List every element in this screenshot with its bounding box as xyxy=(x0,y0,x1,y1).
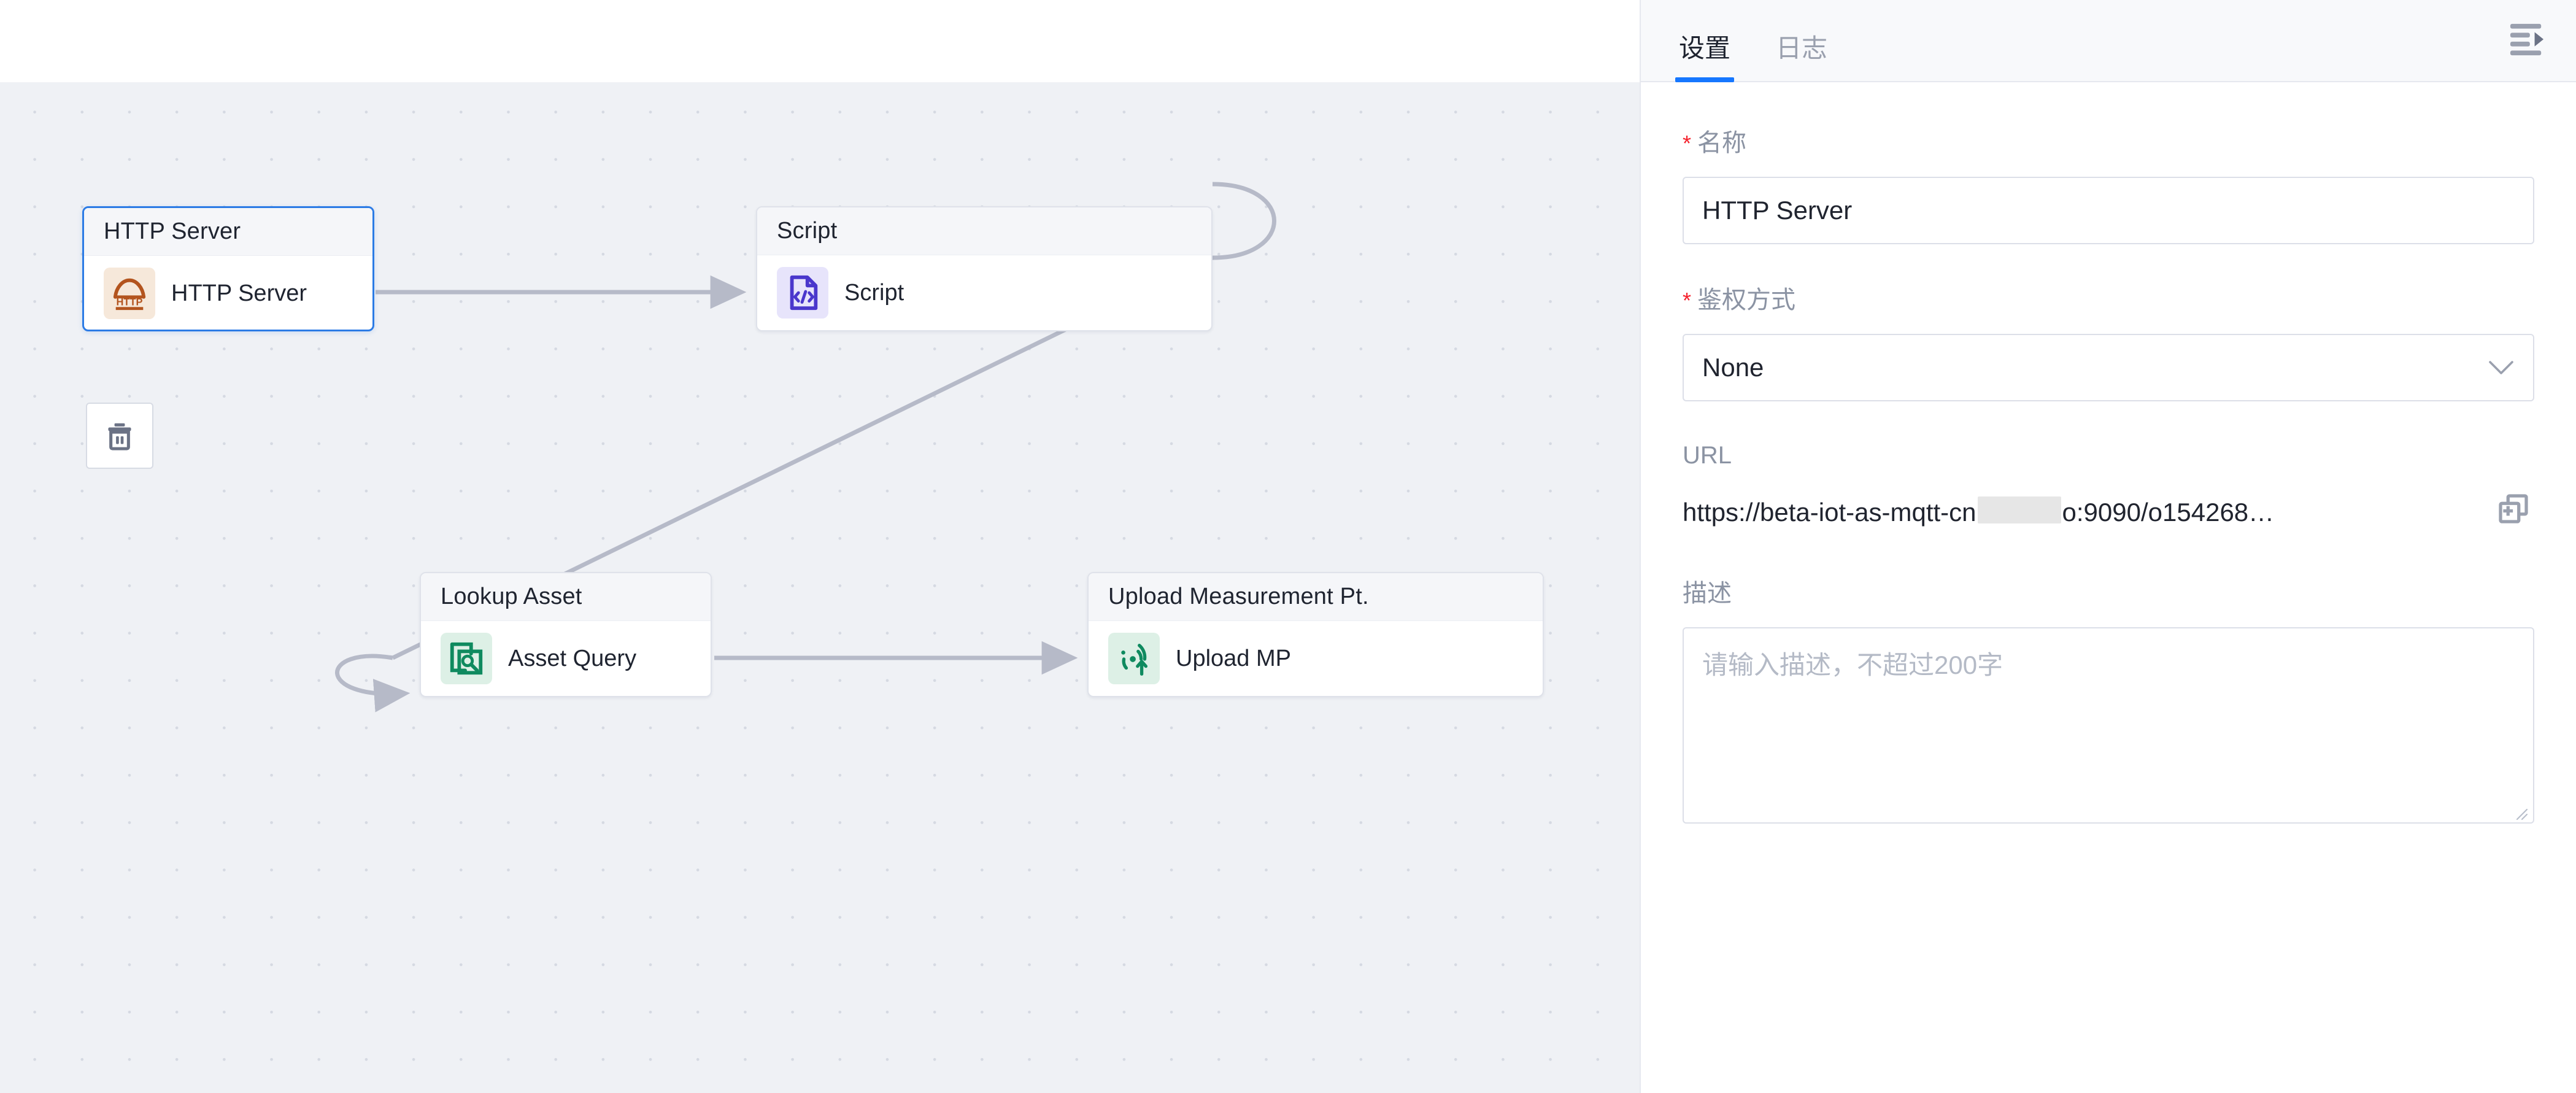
asset-query-icon xyxy=(441,633,492,684)
url-redacted-block xyxy=(1977,496,2061,523)
flow-node-header: Upload Measurement Pt. xyxy=(1089,573,1543,621)
http-server-icon: HTTP xyxy=(104,268,155,319)
field-name: * 名称 xyxy=(1683,123,2534,244)
trash-icon xyxy=(103,419,136,452)
url-suffix: o:9090/o154268… xyxy=(2062,497,2275,527)
flow-node-script[interactable]: Script Script xyxy=(756,206,1213,331)
flow-node-header: Lookup Asset xyxy=(421,573,711,621)
panel-form: * 名称 * 鉴权方式 None xyxy=(1641,82,2576,827)
flow-node-upload-measurement[interactable]: Upload Measurement Pt. Upload MP xyxy=(1087,572,1544,697)
tab-logs[interactable]: 日志 xyxy=(1772,28,1831,81)
svg-text:HTTP: HTTP xyxy=(117,296,143,307)
field-name-label-text: 名称 xyxy=(1697,129,1747,156)
tab-logs-label: 日志 xyxy=(1776,34,1828,63)
upload-measurement-icon xyxy=(1108,633,1160,684)
field-auth-method: * 鉴权方式 None xyxy=(1683,280,2534,401)
field-description: 描述 xyxy=(1683,573,2534,827)
copy-icon xyxy=(2496,492,2531,529)
field-url-label-text: URL xyxy=(1683,442,1732,469)
auth-method-value: None xyxy=(1702,353,1764,382)
field-description-label-text: 描述 xyxy=(1683,580,1732,607)
properties-panel: 设置 日志 * xyxy=(1640,0,2576,1093)
flow-node-lookup-asset[interactable]: Lookup Asset Asset Query xyxy=(420,572,712,697)
flow-node-http-server[interactable]: HTTP Server HTTP HTTP Server xyxy=(82,206,374,331)
field-auth-label: * 鉴权方式 xyxy=(1683,280,2534,315)
flow-node-title: HTTP Server xyxy=(104,218,241,244)
delete-node-button[interactable] xyxy=(86,403,153,469)
flow-node-header: HTTP Server xyxy=(84,208,372,256)
flow-node-body: HTTP HTTP Server xyxy=(84,256,372,330)
flow-node-title: Lookup Asset xyxy=(441,584,582,609)
flow-node-body: Asset Query xyxy=(421,621,711,696)
collapse-panel-icon xyxy=(2508,21,2546,60)
flow-node-title: Script xyxy=(777,218,838,244)
panel-tab-bar: 设置 日志 xyxy=(1641,0,2576,82)
flow-node-subtitle: Asset Query xyxy=(508,645,637,671)
name-input[interactable] xyxy=(1683,177,2534,244)
field-description-label: 描述 xyxy=(1683,573,2534,609)
flow-node-title: Upload Measurement Pt. xyxy=(1108,584,1369,609)
description-textarea[interactable] xyxy=(1683,627,2534,824)
auth-method-select[interactable]: None xyxy=(1683,334,2534,401)
required-asterisk: * xyxy=(1683,288,1692,313)
field-name-label: * 名称 xyxy=(1683,123,2534,158)
script-code-icon xyxy=(777,267,828,319)
tab-settings[interactable]: 设置 xyxy=(1675,28,1735,82)
flow-node-header: Script xyxy=(757,207,1211,255)
field-auth-label-text: 鉴权方式 xyxy=(1697,287,1796,314)
required-asterisk: * xyxy=(1683,131,1692,156)
description-wrapper xyxy=(1683,627,2534,827)
field-url: URL https://beta-iot-as-mqtt-cn o:9090/o… xyxy=(1683,442,2534,533)
flow-node-body: Upload MP xyxy=(1089,621,1543,696)
spacer xyxy=(1683,539,2534,573)
url-row: https://beta-iot-as-mqtt-cn o:9090/o1542… xyxy=(1683,488,2534,533)
collapse-panel-button[interactable] xyxy=(2504,18,2550,63)
spacer xyxy=(1683,407,2534,442)
field-url-label: URL xyxy=(1683,442,2534,469)
flow-canvas-region[interactable]: HTTP Server HTTP HTTP Server Script xyxy=(0,0,1640,1093)
url-value: https://beta-iot-as-mqtt-cn o:9090/o1542… xyxy=(1683,494,2478,527)
copy-url-button[interactable] xyxy=(2493,488,2534,533)
flow-node-subtitle: Upload MP xyxy=(1176,645,1291,671)
canvas-top-strip xyxy=(0,0,1640,82)
spacer xyxy=(1683,250,2534,280)
url-prefix: https://beta-iot-as-mqtt-cn xyxy=(1683,497,1976,527)
flow-node-subtitle: HTTP Server xyxy=(171,280,307,306)
chevron-down-icon xyxy=(2488,358,2515,377)
tab-settings-label: 设置 xyxy=(1679,34,1731,63)
flow-node-body: Script xyxy=(757,255,1211,330)
flow-node-subtitle: Script xyxy=(844,279,904,306)
